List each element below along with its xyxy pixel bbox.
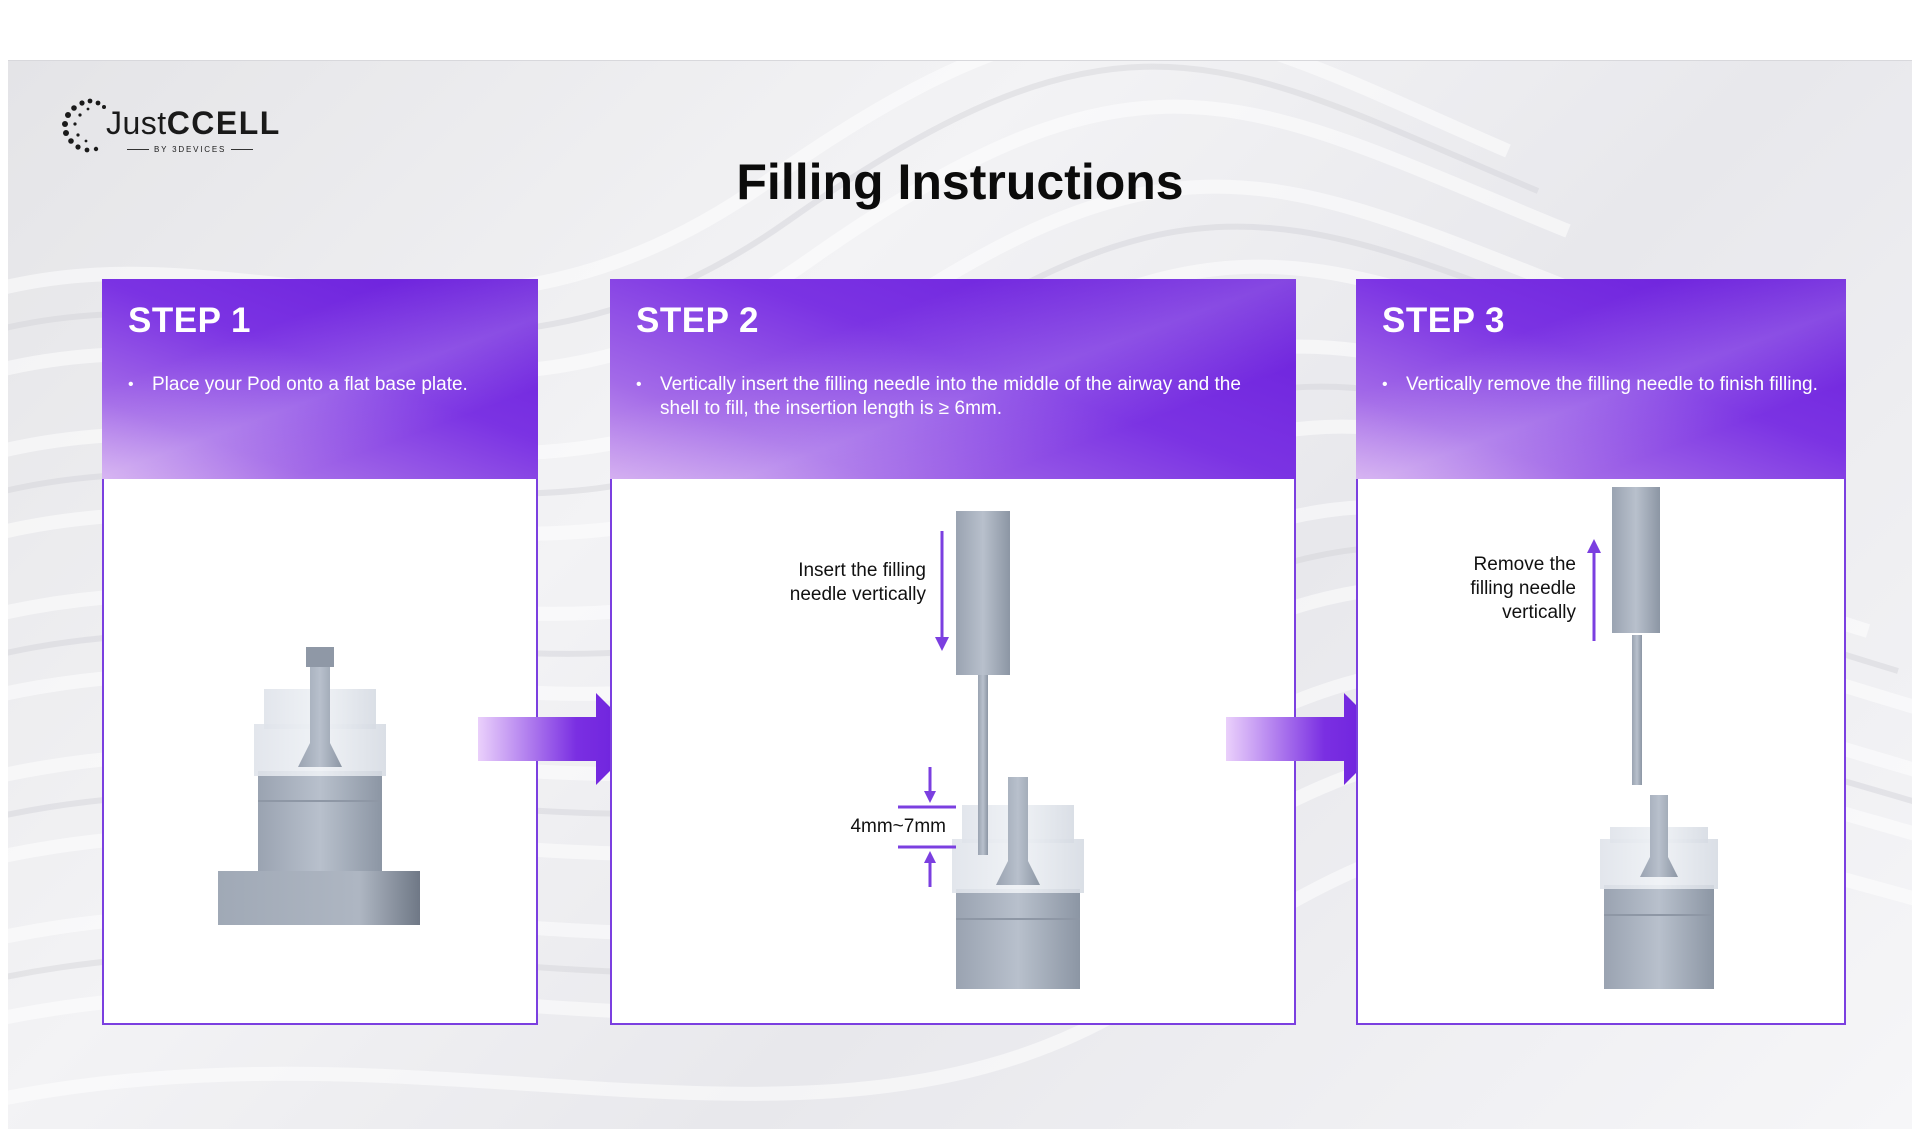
step-2-title: STEP 2 [636, 301, 759, 340]
step-1-title: STEP 1 [128, 301, 251, 340]
step-2-text: Vertically insert the filling needle int… [636, 373, 1276, 421]
step-1-header: STEP 1 Place your Pod onto a flat base p… [102, 279, 538, 479]
step-3-card: STEP 3 Vertically remove the filling nee… [1356, 279, 1846, 1025]
next-arrow-icon [1226, 693, 1390, 785]
next-arrow-icon [478, 693, 642, 785]
needle-insertion-illustration [898, 511, 1084, 989]
logo-dots-icon [62, 98, 106, 153]
insert-needle-label: Insert the filling needle vertically [789, 560, 926, 605]
step-2-card: STEP 2 Vertically insert the filling nee… [610, 279, 1296, 1025]
step-2-header: STEP 2 Vertically insert the filling nee… [610, 279, 1296, 479]
insertion-depth-label: 4mm~7mm [850, 816, 946, 837]
step-1-text: Place your Pod onto a flat base plate. [128, 373, 518, 397]
step-3-header: STEP 3 Vertically remove the filling nee… [1356, 279, 1846, 479]
slide: JustCCELL BY 3DEVICES Filling Instructio… [8, 60, 1912, 1129]
logo-tagline: BY 3DEVICES [122, 145, 258, 154]
needle-removal-illustration [1587, 487, 1718, 989]
step-3-text: Vertically remove the filling needle to … [1382, 373, 1826, 397]
logo-wordmark: JustCCELL [106, 105, 281, 141]
step-3-title: STEP 3 [1382, 301, 1505, 340]
page-title: Filling Instructions [736, 154, 1184, 210]
pod-on-base-plate-illustration [218, 647, 420, 925]
step-1-card: STEP 1 Place your Pod onto a flat base p… [102, 279, 538, 1025]
remove-needle-label: Remove the filling needle vertically [1470, 554, 1576, 623]
